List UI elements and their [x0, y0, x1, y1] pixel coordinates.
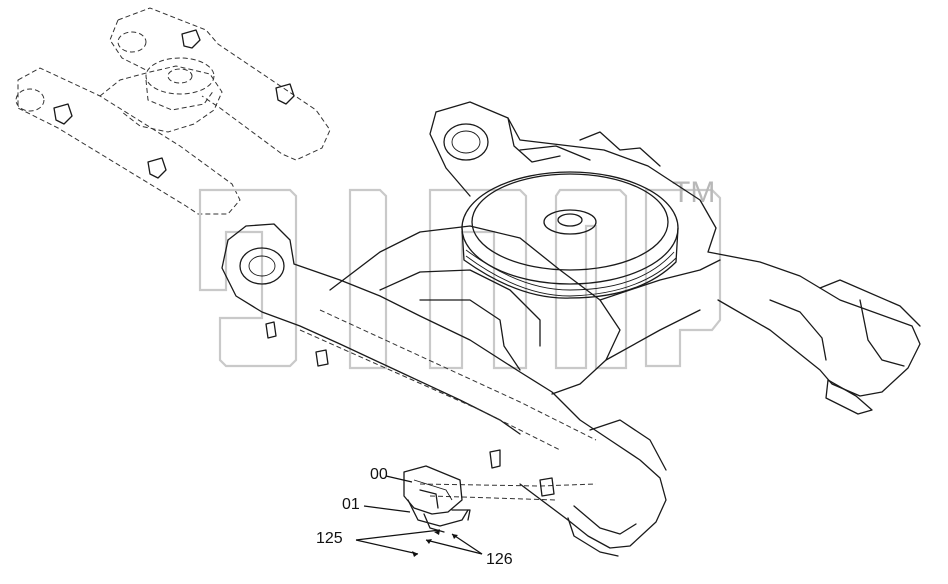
callout-126: 126: [486, 551, 513, 568]
leader-lines: [355, 475, 483, 557]
callout-00: 00: [370, 466, 388, 483]
callout-01: 01: [342, 496, 360, 513]
trademark-mark: TM: [672, 176, 715, 209]
watermark-logo: TM: [198, 176, 722, 370]
callout-125: 125: [316, 530, 343, 547]
callout-labels: 00 01 125 126: [316, 466, 513, 568]
overview-frame: [15, 7, 331, 215]
track-guard-bracket: [403, 465, 471, 533]
lower-frame: [221, 101, 921, 557]
